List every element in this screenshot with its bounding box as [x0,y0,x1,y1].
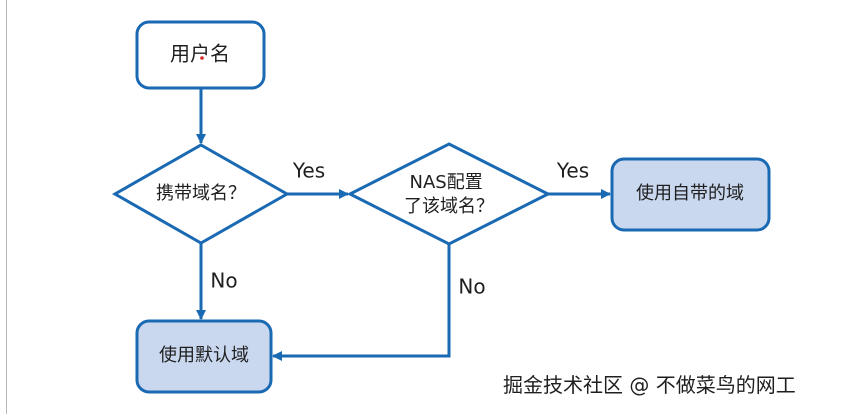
nas-no-label: No [458,275,485,299]
carry-domain-label: 携带域名？ [156,183,246,204]
use-own-domain-label: 使用自带的域 [636,183,744,204]
use-own-domain-box [610,157,771,232]
watermark: 掘金技术社区 @ 不做菜鸟的网工 [503,373,796,397]
nas-yes-label: Yes [556,159,589,183]
nas-configured-decision [346,142,552,246]
small-red-dot [200,56,204,60]
left-border-line [6,0,7,414]
use-default-domain-box [135,319,273,394]
nas-configured-label-line1: NAS配置 [410,172,483,193]
username-label: 用户名 [170,42,230,66]
carry-yes-label: Yes [292,159,325,183]
use-default-domain-label: 使用默认域 [159,345,249,366]
nas-configured-label: NAS配置 了该域名？ [404,172,494,217]
carry-no-label: No [210,269,237,293]
nas-no-arrow [272,244,451,361]
nas-configured-label-line2: 了该域名？ [404,196,494,217]
